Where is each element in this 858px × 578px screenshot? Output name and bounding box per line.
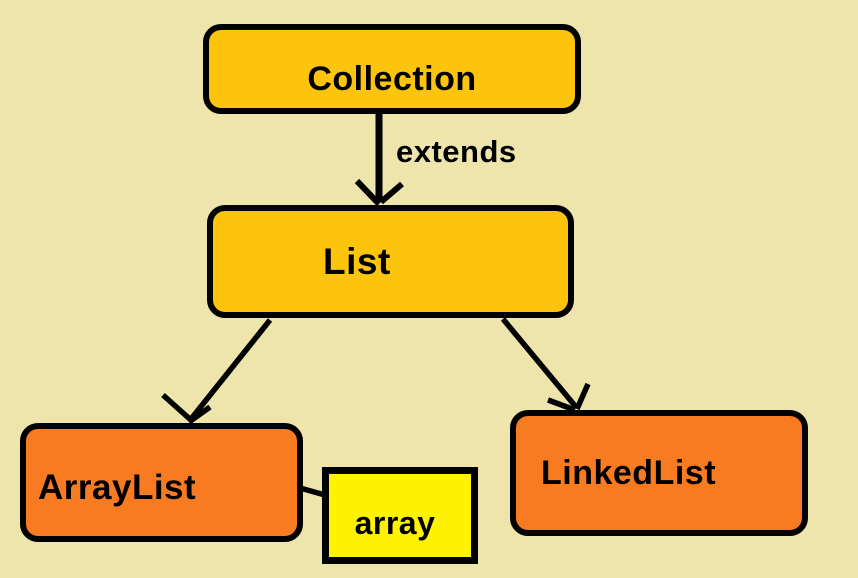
node-collection: Collection bbox=[203, 24, 581, 114]
node-list-label: List bbox=[323, 240, 391, 282]
edge-arraylist-array-line bbox=[299, 485, 326, 498]
edge-collection-list-arrow bbox=[354, 112, 404, 207]
node-arraylist-label: ArrayList bbox=[38, 467, 197, 507]
node-arraylist: ArrayList bbox=[20, 423, 303, 542]
node-collection-label: Collection bbox=[307, 59, 477, 98]
node-array: array bbox=[322, 467, 478, 564]
edge-list-arraylist-arrow bbox=[161, 318, 273, 425]
node-list: List bbox=[207, 205, 574, 318]
node-linkedlist: LinkedList bbox=[510, 410, 808, 536]
edge-list-linkedlist-arrow bbox=[500, 317, 591, 413]
node-array-label: array bbox=[354, 505, 436, 541]
extends-label: extends bbox=[396, 134, 517, 169]
node-linkedlist-label: LinkedList bbox=[541, 453, 717, 492]
